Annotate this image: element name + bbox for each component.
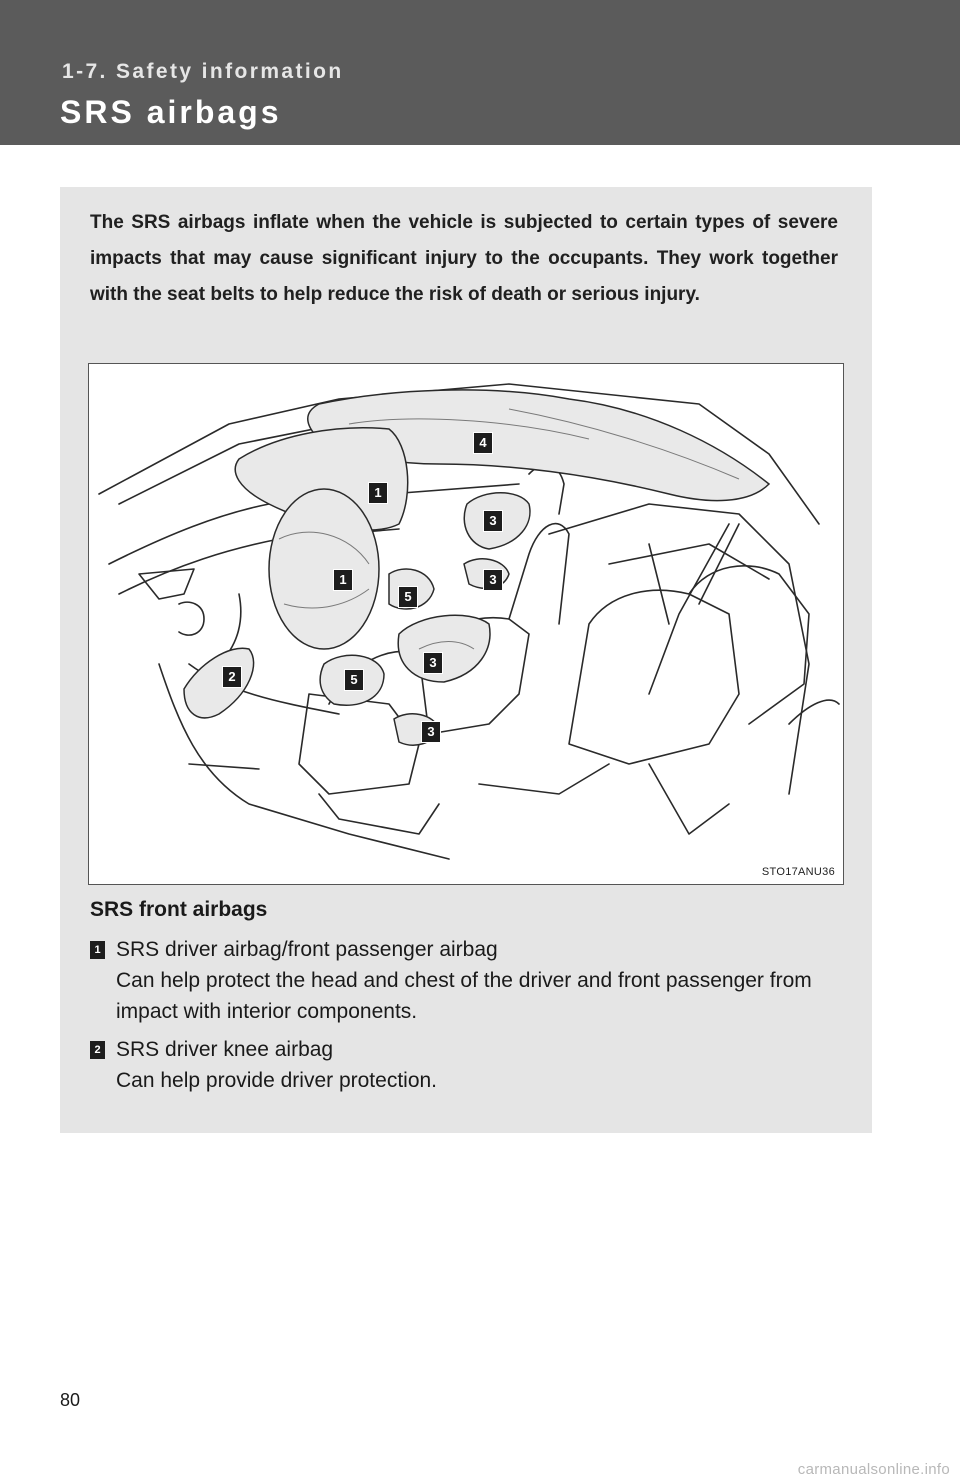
callout-side-front: 3 (483, 569, 503, 591)
item-description: Can help protect the head and chest of t… (116, 969, 812, 1023)
airbag-illustration: 4 1 3 1 3 5 3 2 5 3 STO17ANU36 (88, 363, 844, 885)
item-number-badge: 1 (90, 941, 105, 959)
callout-side-lower: 3 (423, 652, 443, 674)
section-subheading: SRS front airbags (90, 898, 268, 921)
item-description: Can help provide driver protection. (116, 1069, 438, 1092)
intro-paragraph: The SRS airbags inflate when the vehicle… (90, 212, 838, 305)
page-header: 1-7. Safety information SRS airbags (0, 0, 960, 145)
callout-knee: 2 (222, 666, 242, 688)
item-number-badge: 2 (90, 1041, 105, 1059)
vehicle-interior-drawing (98, 383, 840, 860)
callout-front-upper: 1 (368, 482, 388, 504)
callout-side-bottom: 3 (421, 721, 441, 743)
callout-curtain: 4 (473, 432, 493, 454)
callout-cushion-upper: 5 (398, 586, 418, 608)
callout-side-rear: 3 (483, 510, 503, 532)
page-number: 80 (60, 1390, 81, 1410)
callout-front-driver: 1 (333, 569, 353, 591)
item-title: SRS driver airbag/front passenger airbag (116, 938, 498, 961)
figure-code: STO17ANU36 (761, 866, 835, 878)
page-title: SRS airbags (60, 94, 282, 130)
watermark-text: carmanualsonline.info (797, 1461, 950, 1478)
callout-cushion-lower: 5 (344, 669, 364, 691)
section-label: 1-7. Safety information (62, 60, 344, 83)
item-title: SRS driver knee airbag (116, 1038, 334, 1061)
